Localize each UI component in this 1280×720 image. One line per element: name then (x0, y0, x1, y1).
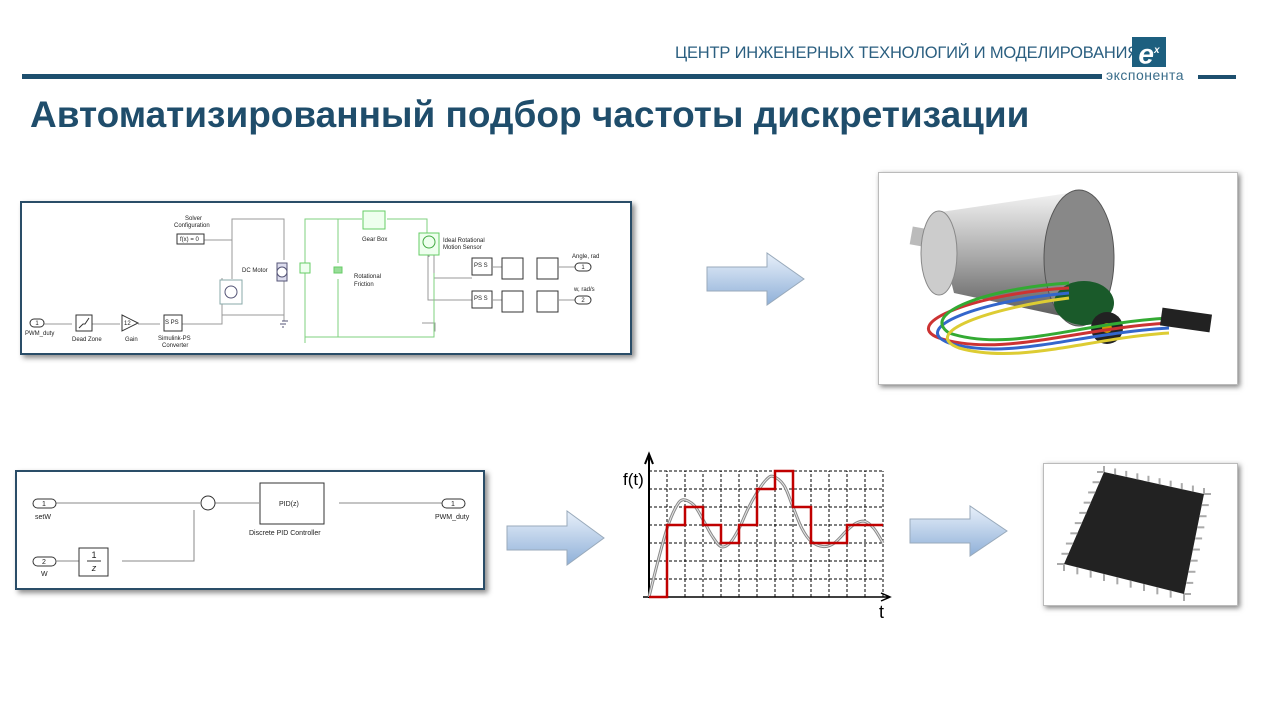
logo-mark: e (1138, 38, 1154, 70)
y-axis (644, 451, 654, 598)
org-name: ЦЕНТР ИНЖЕНЕРНЫХ ТЕХНОЛОГИЙ И МОДЕЛИРОВА… (675, 44, 1139, 62)
arrow-right-icon (909, 505, 1008, 557)
sensor-label-2: Motion Sensor (443, 245, 482, 251)
header-divider-right (1198, 75, 1236, 79)
logo-sup: x (1154, 45, 1160, 56)
y-axis-label: f(t) (623, 470, 644, 489)
gear-box-label: Gear Box (362, 237, 387, 243)
out-port-pwm-number: 1 (451, 501, 455, 508)
dc-motor-photo (878, 172, 1238, 385)
sensor-label: Ideal Rotational (443, 238, 485, 244)
delay-numerator: 1 (91, 550, 96, 560)
in-port-w-number: 2 (42, 559, 46, 566)
pss-label-1: PS S (474, 263, 488, 269)
x-axis-label: t (879, 602, 884, 620)
solver-label: Solver (185, 216, 202, 222)
unit-delay-block[interactable] (78, 547, 109, 577)
zoh-block-3[interactable] (501, 290, 524, 313)
slide-title: Автоматизированный подбор частоты дискре… (30, 94, 1030, 135)
zoh-block-4[interactable] (536, 290, 559, 313)
dc-motor-block[interactable] (276, 262, 288, 282)
in-port-setw[interactable] (32, 498, 57, 509)
simulink-ps-converter-block[interactable] (163, 314, 183, 332)
out-port-2-number: 2 (581, 298, 585, 304)
out-port-pwm[interactable] (441, 498, 466, 509)
logo-text: экспонента (1106, 67, 1185, 83)
out-port-1-name: Angle, rad (572, 254, 599, 260)
sampling-chart: f(t) t (623, 451, 892, 620)
out-port-2[interactable] (574, 295, 592, 305)
gain-value: 12 (124, 321, 131, 327)
arrow-right-icon (506, 510, 605, 566)
sum-block[interactable] (200, 495, 216, 511)
solver-label-2: Configuration (174, 223, 210, 229)
solver-block[interactable] (176, 233, 205, 245)
in-port-setw-name: setW (35, 514, 51, 521)
sampled-signal-line (649, 469, 883, 599)
converter-label: Simulink-PS (158, 336, 191, 342)
controller-model-diagram: 1 setW 2 W 1 z PID(z) Discrete PID Contr… (15, 470, 485, 590)
out-port-1[interactable] (574, 262, 592, 272)
dead-zone-block[interactable] (75, 314, 93, 332)
delay-denominator: z (91, 563, 97, 573)
solver-value: f(x) = 0 (180, 237, 200, 243)
zoh-block-2[interactable] (536, 257, 559, 280)
header-divider (22, 74, 1102, 79)
zoh-block-1[interactable] (501, 257, 524, 280)
voltage-source-block[interactable] (219, 279, 243, 305)
pid-label: PID(z) (279, 501, 299, 508)
converter-label-2: Converter (162, 343, 188, 349)
in-port-number: 1 (35, 321, 39, 327)
gain-label: Gain (125, 337, 138, 343)
in-port-w-name: W (41, 571, 48, 578)
sps-label: S PS (165, 320, 179, 326)
friction-label: Rotational (354, 274, 381, 280)
dead-zone-label: Dead Zone (72, 337, 102, 343)
out-port-2-name: w, rad/s (573, 287, 595, 293)
gain-block[interactable] (121, 314, 140, 332)
logo: ex (1132, 37, 1166, 70)
pss-label-2: PS S (474, 296, 488, 302)
plant-model-diagram: 1 PWM_duty Dead Zone 12 Gain S PS Simuli… (20, 201, 632, 355)
in-port-name: PWM_duty (25, 331, 54, 337)
x-axis (643, 592, 892, 602)
out-port-pwm-name: PWM_duty (435, 514, 470, 521)
pid-name: Discrete PID Controller (249, 530, 321, 537)
dc-motor-label: DC Motor (242, 268, 268, 274)
microcontroller-photo (1043, 463, 1238, 606)
out-port-1-number: 1 (581, 265, 585, 271)
in-port-setw-number: 1 (42, 501, 46, 508)
pid-controller-block[interactable] (259, 482, 325, 525)
gear-box-block[interactable] (362, 210, 386, 230)
rotational-friction-block[interactable] (333, 266, 343, 274)
friction-label-2: Friction (354, 282, 374, 288)
arrow-right-icon (706, 252, 805, 306)
